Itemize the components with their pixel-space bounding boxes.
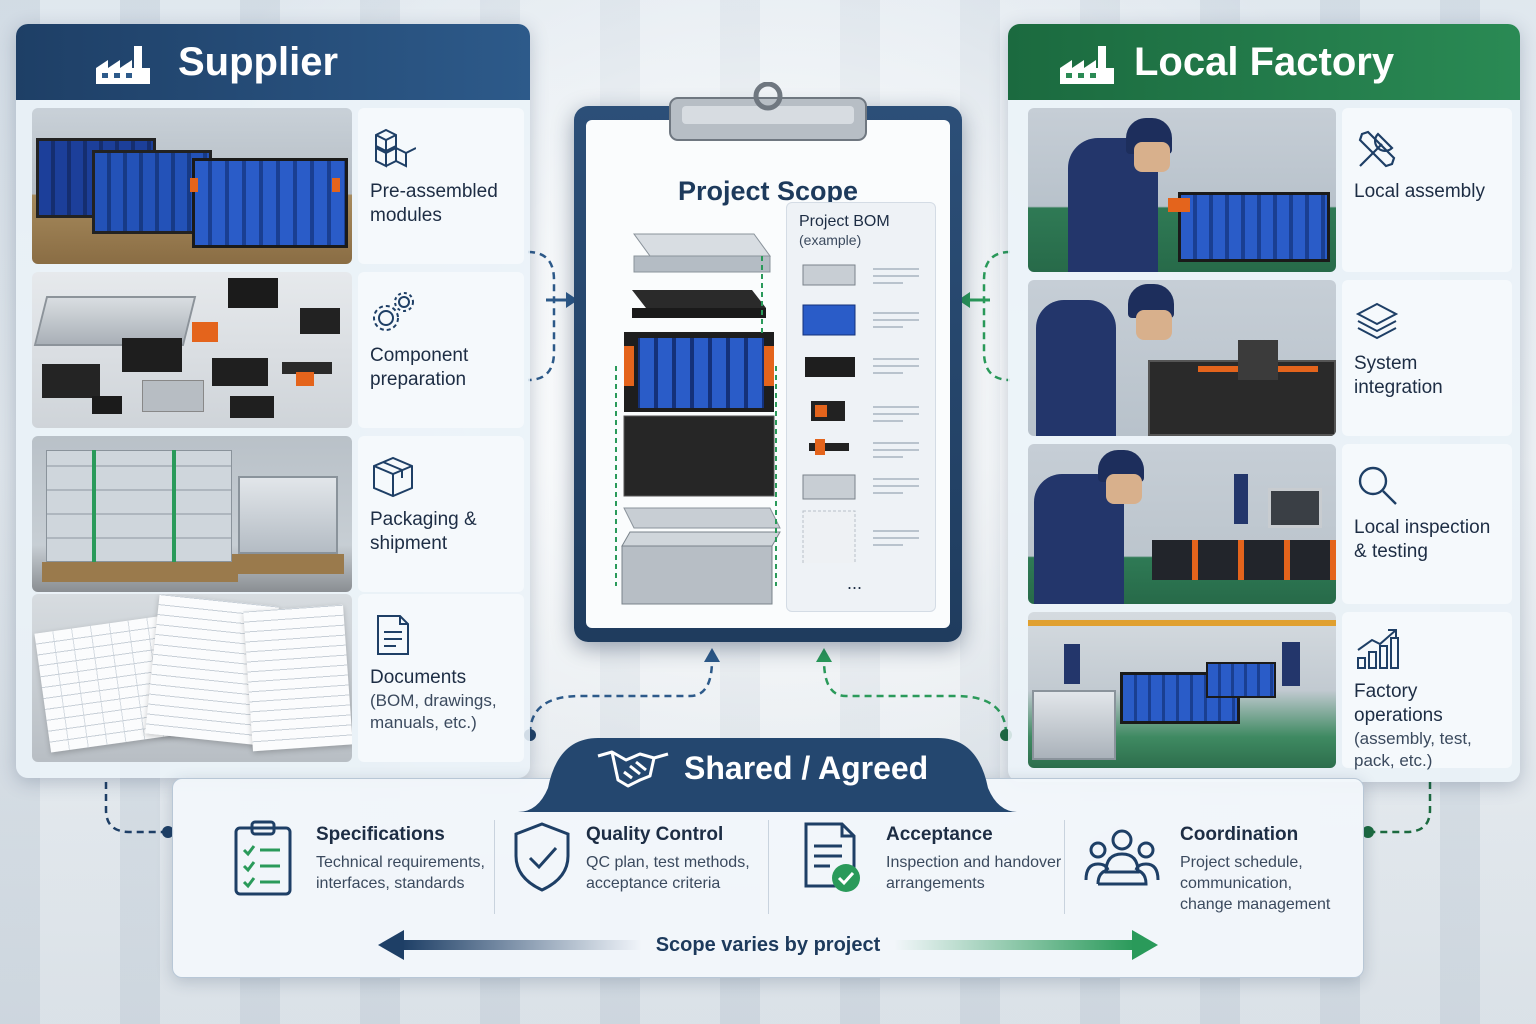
scope-footer-text: Scope varies by project: [655, 934, 881, 956]
factory-caption-operations: Factory operations (assembly, test, pack…: [1342, 612, 1512, 770]
supplier-item-title: Component preparation: [370, 345, 469, 390]
supplier-row-components: Component preparation: [32, 272, 524, 428]
shared-col-title: Acceptance: [886, 824, 993, 845]
supplier-row-modules: Pre-assembled modules: [32, 108, 524, 264]
factory-row-integration: System integration: [1028, 280, 1512, 436]
handshake-icon: [597, 750, 669, 788]
packaging-photo: [32, 436, 352, 592]
supplier-row-documents: Documents (BOM, drawings, manuals, etc.): [32, 594, 524, 762]
shared-col-title: Coordination: [1180, 824, 1299, 845]
scope-arrows: [378, 930, 1158, 960]
worker-assembly-photo: [1028, 108, 1336, 272]
supplier-caption-modules: Pre-assembled modules: [358, 108, 524, 264]
column-divider: [768, 820, 769, 914]
gears-icon: [373, 292, 414, 331]
column-divider: [494, 820, 495, 914]
supplier-row-packaging: Packaging & shipment: [32, 436, 524, 592]
shared-col-title: Specifications: [316, 824, 445, 845]
cubes-icon: [375, 128, 416, 168]
team-icon: [1084, 829, 1160, 886]
shared-col-quality: Quality Control QC plan, test methods,ac…: [512, 820, 762, 920]
factory-item-title: Factory operations: [1354, 681, 1443, 726]
worker-integration-photo: [1028, 280, 1336, 436]
factory-caption-assembly: Local assembly: [1342, 108, 1512, 272]
factory-row-inspection: Local inspection & testing: [1028, 444, 1512, 604]
factory-row-assembly: Local assembly: [1028, 108, 1512, 272]
supplier-caption-packaging: Packaging & shipment: [358, 436, 524, 592]
supplier-item-subtitle: (BOM, drawings, manuals, etc.): [370, 691, 497, 732]
exploded-battery-pack: [615, 233, 781, 605]
document-check-icon: [804, 822, 860, 892]
supplier-caption-documents: Documents (BOM, drawings, manuals, etc.): [358, 594, 524, 762]
bom-more-indicator: ...: [847, 573, 863, 593]
worker-inspection-photo: [1028, 444, 1336, 604]
factory-item-title: Local inspection & testing: [1354, 517, 1491, 562]
shared-col-desc: QC plan, test methods,acceptance criteri…: [586, 854, 750, 892]
shared-col-desc: Technical requirements,interfaces, stand…: [316, 854, 485, 892]
factory-icon: [96, 46, 150, 84]
project-bom-panel: Project BOM (example): [786, 202, 936, 612]
battery-modules-photo: [32, 108, 352, 264]
factory-title: Local Factory: [1134, 39, 1395, 84]
shared-col-title: Quality Control: [586, 824, 724, 845]
project-bom-subtitle: (example): [799, 232, 862, 248]
project-bom-title: Project BOM: [799, 213, 890, 230]
shared-col-coordination: Coordination Project schedule,communicat…: [1084, 820, 1354, 920]
shared-title: Shared / Agreed: [684, 750, 929, 786]
supplier-item-title: Packaging & shipment: [370, 509, 477, 554]
factory-item-subtitle: (assembly, test, pack, etc.): [1354, 729, 1472, 770]
project-scope-clipboard: Project Scope Project BOM: [574, 106, 962, 642]
bom-item-list: [802, 264, 919, 563]
box-icon: [373, 456, 413, 498]
factory-icon: [1060, 46, 1114, 84]
factory-caption-integration: System integration: [1342, 280, 1512, 436]
factory-floor-photo: [1028, 612, 1336, 768]
factory-item-title: System integration: [1354, 353, 1443, 398]
factory-item-title: Local assembly: [1354, 181, 1485, 202]
supplier-caption-components: Component preparation: [358, 272, 524, 428]
project-scope-title: Project Scope: [677, 176, 859, 206]
supplier-item-title: Pre-assembled modules: [370, 181, 498, 226]
tools-icon: [1358, 130, 1396, 168]
components-photo: [32, 272, 352, 428]
supplier-title: Supplier: [178, 39, 339, 84]
documents-photo: [32, 594, 352, 762]
supplier-item-title: Documents: [370, 667, 467, 688]
shield-check-icon: [514, 822, 570, 892]
factory-row-operations: Factory operations (assembly, test, pack…: [1028, 612, 1512, 770]
layers-icon: [1355, 302, 1399, 340]
document-icon: [377, 615, 409, 655]
factory-caption-inspection: Local inspection & testing: [1342, 444, 1512, 604]
clipboard-clip: [669, 82, 867, 141]
shared-header-tab: [518, 738, 1018, 812]
project-scope-sheet: Project Scope Project BOM: [586, 120, 950, 628]
magnifier-icon: [1358, 466, 1397, 505]
supplier-header: Supplier: [16, 24, 530, 100]
column-divider: [1064, 820, 1065, 914]
shared-col-specifications: Specifications Technical requirements,in…: [232, 820, 492, 920]
shared-col-desc: Project schedule,communication,change ma…: [1180, 854, 1331, 913]
checklist-icon: [234, 820, 292, 896]
factory-header: Local Factory: [1008, 24, 1520, 100]
chart-growth-icon: [1357, 629, 1399, 669]
